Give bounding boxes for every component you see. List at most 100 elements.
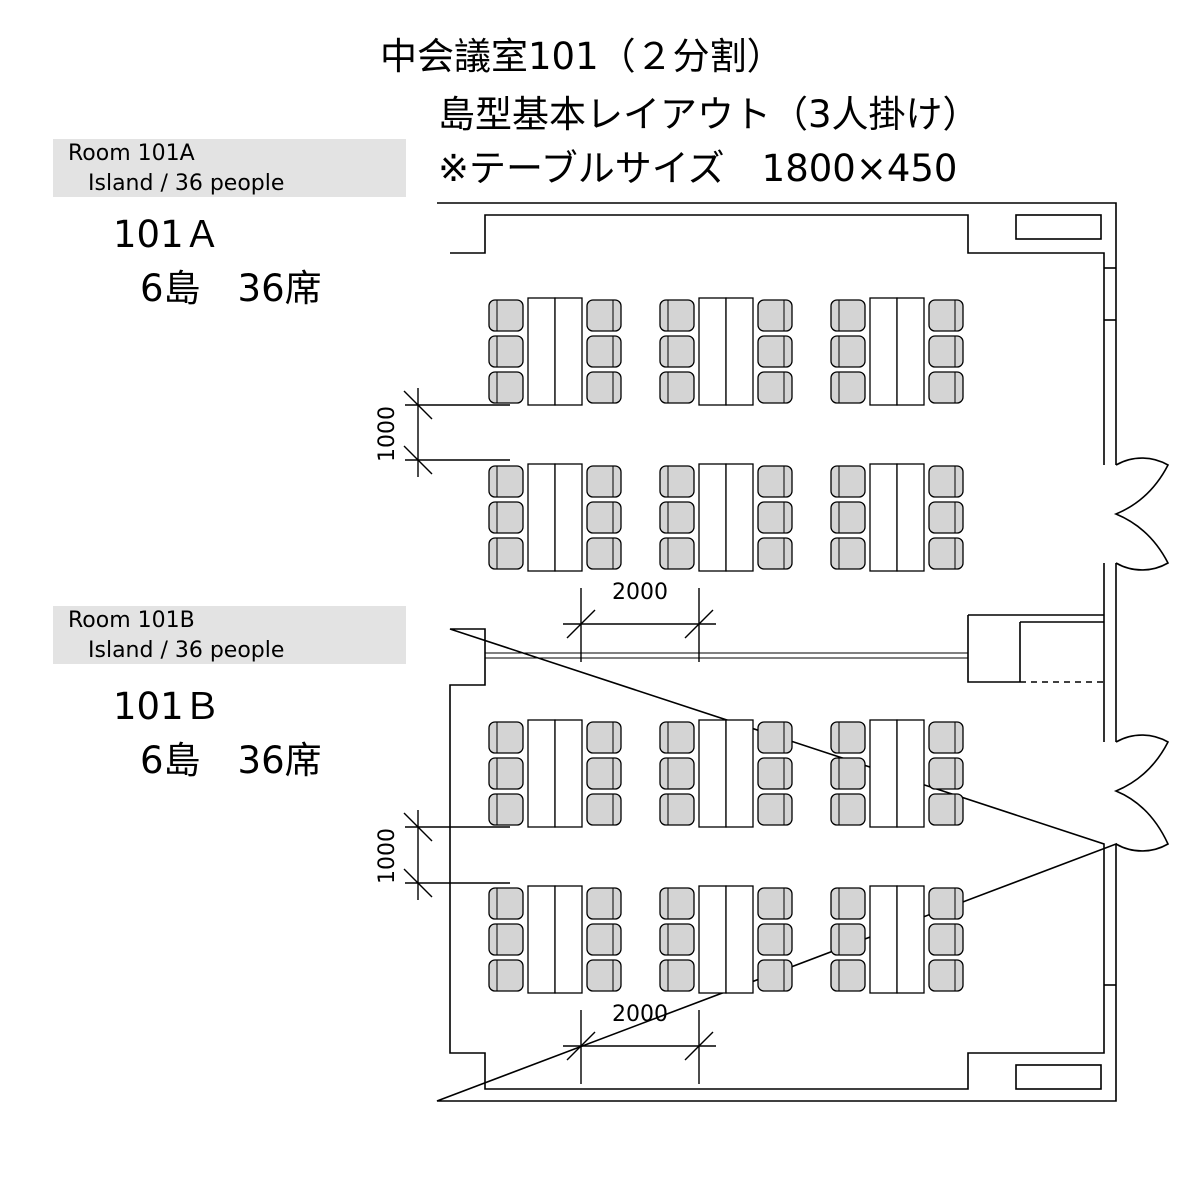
table [869,719,898,828]
chair [488,793,524,826]
table [698,297,727,406]
table [527,719,556,828]
bottom-right-fixture [1015,1064,1102,1090]
chair [659,923,695,956]
table [869,885,898,994]
title-line-1: 中会議室101（２分割） [380,35,784,78]
dim-tick [403,868,433,898]
table [725,719,754,828]
room-b-name: 101Ｂ [113,685,221,728]
table [896,297,925,406]
table [896,885,925,994]
row-gap-label-a: 1000 [375,406,400,462]
chair [659,793,695,826]
row-gap-label-b: 1000 [375,828,400,884]
chair [488,335,524,368]
chair [757,923,793,956]
island [659,297,793,406]
chair [488,371,524,404]
chair [928,537,964,570]
chair [830,721,866,754]
dimension-lines [403,388,716,1084]
chair [586,465,622,498]
chair [830,335,866,368]
chair [757,959,793,992]
chair [757,793,793,826]
chair [659,299,695,332]
table [698,885,727,994]
room-b-label: Room 101B Island / 36 people [53,606,406,664]
inner-wall [449,214,1105,1090]
chair [586,501,622,534]
table [527,463,556,572]
island [488,463,622,572]
table [698,719,727,828]
island [488,719,622,828]
chair [586,371,622,404]
chair [586,923,622,956]
table [554,297,583,406]
chair [659,371,695,404]
table [554,719,583,828]
dim-tick [403,812,433,842]
room-a-label: Room 101A Island / 36 people [53,139,406,197]
chair [830,537,866,570]
dim-tick [566,1031,596,1061]
chair [830,887,866,920]
table [554,885,583,994]
chair [586,335,622,368]
chair [488,923,524,956]
chair [488,501,524,534]
chair [928,465,964,498]
chair [830,923,866,956]
chair [830,959,866,992]
island [659,463,793,572]
chair [928,757,964,790]
chair [928,501,964,534]
chair [757,887,793,920]
table [869,297,898,406]
room-b-count: 6島 36席 [140,739,322,782]
island [488,885,622,994]
island [659,885,793,994]
chair [757,465,793,498]
chair [488,959,524,992]
room-a-count: 6島 36席 [140,267,322,310]
chair [830,465,866,498]
island-gap-label-b: 2000 [612,1002,668,1027]
chair [659,721,695,754]
chair [586,887,622,920]
chair [488,757,524,790]
chair [757,371,793,404]
table [527,885,556,994]
table [527,297,556,406]
chair [928,923,964,956]
table [896,463,925,572]
island [659,719,793,828]
table [869,463,898,572]
room-a-label-name: Room 101A [68,141,195,166]
chair [830,371,866,404]
chair [830,757,866,790]
chair [659,959,695,992]
island [830,297,964,406]
chair [928,959,964,992]
table [698,463,727,572]
chair [928,371,964,404]
dim-tick [684,1031,714,1061]
chair [586,299,622,332]
chair [928,299,964,332]
chair [757,335,793,368]
room-b-label-layout: Island / 36 people [88,638,285,663]
dim-tick [566,609,596,639]
dim-tick [403,445,433,475]
island [830,463,964,572]
chair [586,757,622,790]
partition-storage [967,614,1104,683]
title-line-2: 島型基本レイアウト（3人掛け） [438,93,980,136]
room-b-label-name: Room 101B [68,608,195,633]
chair [830,501,866,534]
table [725,463,754,572]
table [725,297,754,406]
